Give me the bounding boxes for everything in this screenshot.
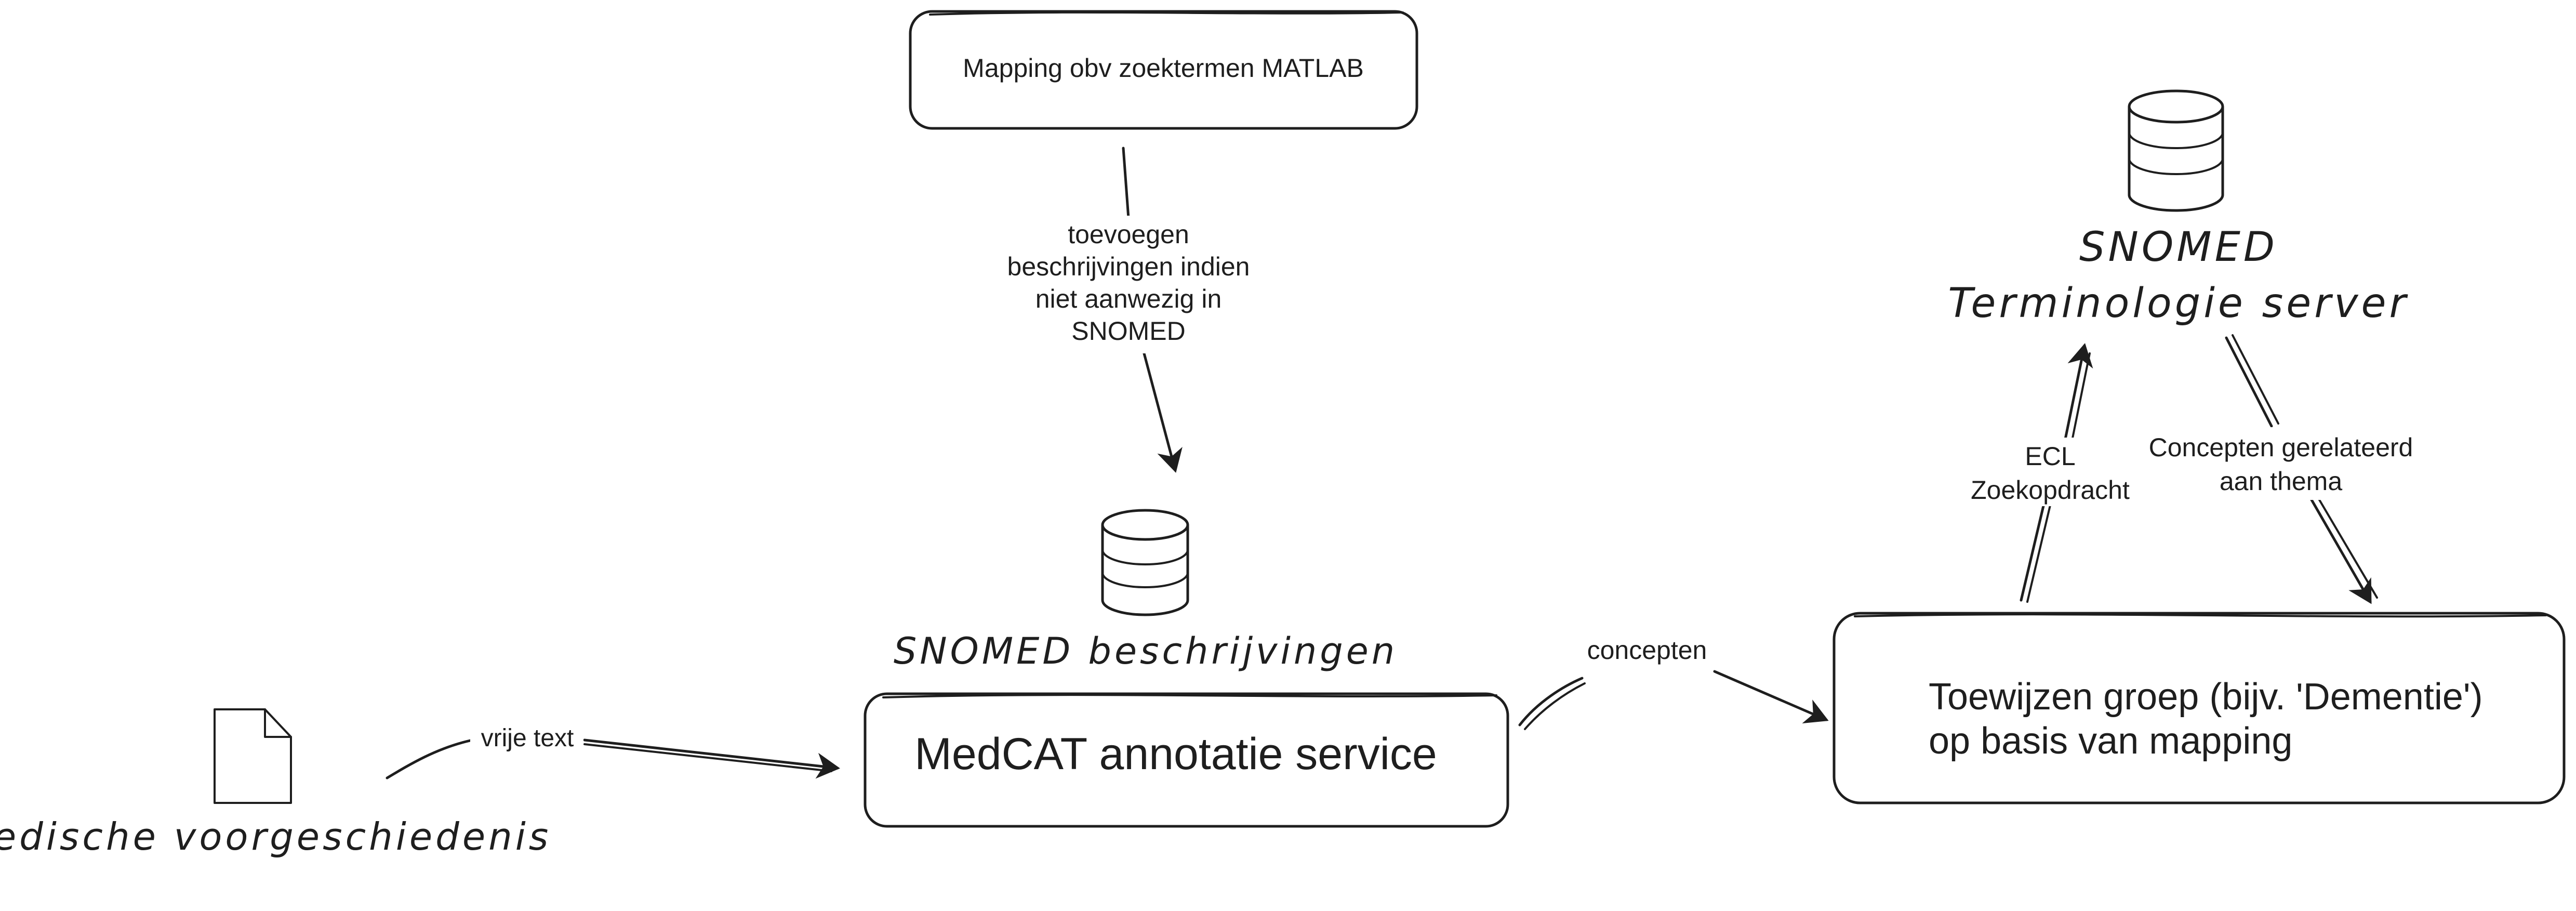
edge-line-upper — [2225, 336, 2273, 428]
toewijzen-box: Toewijzen groep (bijv. 'Dementie') op ba… — [1833, 612, 2566, 804]
edge-label-line-4: SNOMED — [1071, 316, 1185, 346]
mapping-box: Mapping obv zoektermen MATLAB — [909, 10, 1418, 130]
edge-line-lower — [2020, 500, 2046, 602]
edge-label-text: vrije text — [481, 724, 574, 752]
document-icon — [214, 708, 292, 804]
edge-label-line-1: ECL — [2025, 442, 2075, 471]
edge-toewijzen-to-server — [2020, 343, 2093, 603]
medcat-box: MedCAT annotatie service — [864, 692, 1509, 828]
edge-label-line-2: beschrijvingen indien — [1007, 252, 1250, 281]
edge-line-upper — [2064, 343, 2093, 441]
edge-line-left-sketch — [1524, 682, 1586, 730]
toewijzen-box-line-2: op basis van mapping — [1929, 720, 2292, 762]
edge-line-upper-sketch — [2071, 352, 2091, 442]
box-sketch-top — [1854, 613, 2547, 618]
edge-label-medcat-to-toewijzen: concepten — [1579, 635, 1716, 669]
edge-line-right — [1713, 670, 1829, 724]
database-icon — [2128, 89, 2224, 212]
edge-label-line-2: Zoekopdracht — [1971, 476, 2130, 505]
edge-line-upper — [1122, 147, 1130, 220]
mapping-box-label: Mapping obv zoektermen MATLAB — [963, 54, 1364, 83]
edge-label-server-to-toewijzen: Concepten gerelateerd aan thema — [2140, 427, 2423, 500]
edge-label-line-2: aan thema — [2220, 467, 2342, 496]
edge-label-toewijzen-to-server: ECL Zoekopdracht — [1955, 438, 2147, 506]
edge-line-lower-sketch — [2316, 495, 2378, 599]
edge-label-line-1: Concepten gerelateerd — [2149, 433, 2413, 462]
edge-mapping-to-descriptions — [1122, 147, 1183, 473]
edge-line-upper-sketch — [2232, 334, 2279, 425]
edge-label-text: concepten — [1587, 636, 1707, 665]
edge-document-to-medcat — [386, 738, 840, 780]
edge-label-mapping-to-descriptions: toevoegen beschrijvingen indien niet aan… — [985, 216, 1276, 353]
edge-line-right — [583, 738, 840, 779]
snomed-descriptions-db: SNOMED beschrijvingen — [894, 509, 1398, 672]
medcat-box-label: MedCAT annotatie service — [914, 729, 1437, 779]
database-icon — [1101, 509, 1189, 616]
edge-label-line-3: niet aanwezig in — [1035, 284, 1222, 313]
box-sketch-top — [882, 694, 1497, 698]
edge-label-line-1: toevoegen — [1068, 220, 1189, 249]
edge-line-left — [1518, 677, 1584, 727]
edge-line-lower — [1140, 344, 1183, 473]
edge-line-lower — [2309, 497, 2372, 604]
snomed-server-label-line-2: Terminologie server — [1948, 280, 2409, 327]
toewijzen-box-line-1: Toewijzen groep (bijv. 'Dementie') — [1929, 676, 2483, 718]
snomed-server-db: SNOMED Terminologie server — [1948, 89, 2409, 327]
snomed-descriptions-label: SNOMED beschrijvingen — [894, 630, 1398, 672]
edge-medcat-to-toewijzen — [1518, 670, 1829, 730]
document-label: Medische voorgeschiedenis — [0, 815, 551, 859]
edge-line-right-sketch — [583, 743, 832, 772]
box-sketch-top — [929, 11, 1404, 16]
document-node: Medische voorgeschiedenis — [0, 708, 551, 859]
edge-label-document-to-medcat: vrije text — [470, 722, 583, 755]
edge-server-to-toewijzen — [2225, 334, 2378, 604]
edge-line-lower-sketch — [2026, 502, 2052, 603]
snomed-server-label-line-1: SNOMED — [2079, 224, 2278, 271]
edge-line-left — [386, 739, 472, 780]
